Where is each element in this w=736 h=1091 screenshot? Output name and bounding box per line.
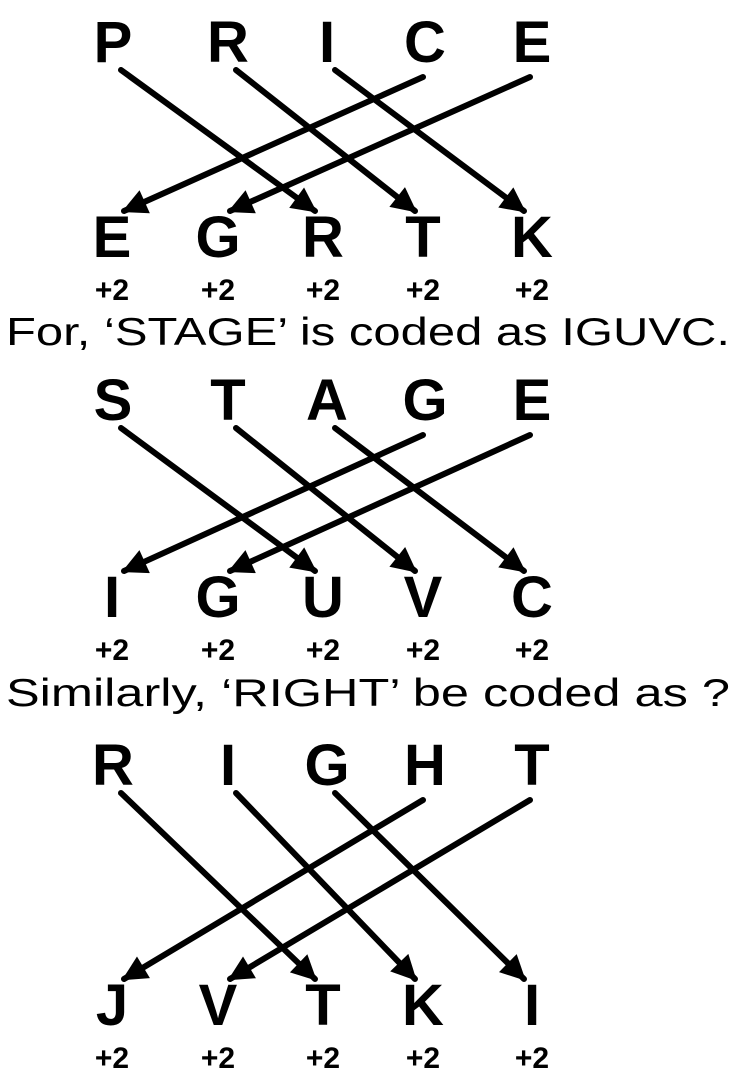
source-letter: E — [513, 10, 552, 75]
shift-label: +2 — [95, 274, 129, 307]
coded-letter: V — [404, 565, 443, 630]
mapping-arrow — [118, 790, 318, 982]
shift-label: +2 — [201, 1042, 235, 1075]
coded-letter: T — [305, 973, 340, 1038]
source-letter: R — [207, 10, 249, 75]
mapping-arrow — [332, 67, 527, 214]
mapping-arrow — [332, 790, 527, 982]
mapping-arrow — [121, 797, 426, 982]
source-letter: S — [94, 368, 133, 433]
shift-label: +2 — [515, 634, 549, 667]
shift-label: +2 — [201, 634, 235, 667]
coded-letter: E — [93, 205, 132, 270]
source-letter: R — [92, 733, 134, 798]
shift-label: +2 — [306, 634, 340, 667]
coded-letter: R — [302, 205, 344, 270]
coded-letter: V — [199, 973, 238, 1038]
coded-letter: U — [302, 565, 344, 630]
source-letter: G — [402, 368, 447, 433]
coded-letter: C — [511, 565, 553, 630]
source-letter: C — [404, 10, 446, 75]
coded-letter: K — [402, 973, 444, 1038]
source-letter: I — [220, 733, 236, 798]
mapping-arrow — [121, 432, 426, 574]
mapping-arrow — [227, 797, 533, 982]
source-letter: E — [513, 368, 552, 433]
explanation-sentence: For, ‘STAGE’ is coded as IGUVC. — [6, 311, 730, 354]
shift-label: +2 — [515, 274, 549, 307]
mapping-arrow — [227, 432, 533, 574]
source-letter: T — [514, 733, 549, 798]
mapping-arrow — [121, 74, 426, 214]
source-letter: T — [210, 368, 245, 433]
shift-label: +2 — [306, 274, 340, 307]
shift-label: +2 — [201, 274, 235, 307]
shift-label: +2 — [406, 274, 440, 307]
source-letter: P — [94, 10, 133, 75]
source-letter: A — [306, 368, 348, 433]
shift-label: +2 — [306, 1042, 340, 1075]
source-letter: H — [404, 733, 446, 798]
mapping-arrow — [233, 790, 418, 982]
mapping-arrow — [332, 425, 527, 574]
shift-label: +2 — [95, 634, 129, 667]
source-letter: G — [304, 733, 349, 798]
explanation-sentence: Similarly, ‘RIGHT’ be coded as ? — [6, 672, 730, 715]
shift-label: +2 — [95, 1042, 129, 1075]
coded-letter: I — [104, 565, 120, 630]
coded-letter: G — [195, 565, 240, 630]
coded-letter: T — [405, 205, 440, 270]
coded-letter: G — [195, 205, 240, 270]
mapping-arrow — [227, 74, 533, 214]
coded-letter: I — [524, 973, 540, 1038]
mapping-arrow — [233, 67, 418, 214]
source-letter: I — [319, 10, 335, 75]
shift-label: +2 — [515, 1042, 549, 1075]
coded-letter: J — [96, 973, 128, 1038]
mapping-arrow — [233, 425, 418, 574]
shift-label: +2 — [406, 634, 440, 667]
coded-letter: K — [511, 205, 553, 270]
shift-label: +2 — [406, 1042, 440, 1075]
